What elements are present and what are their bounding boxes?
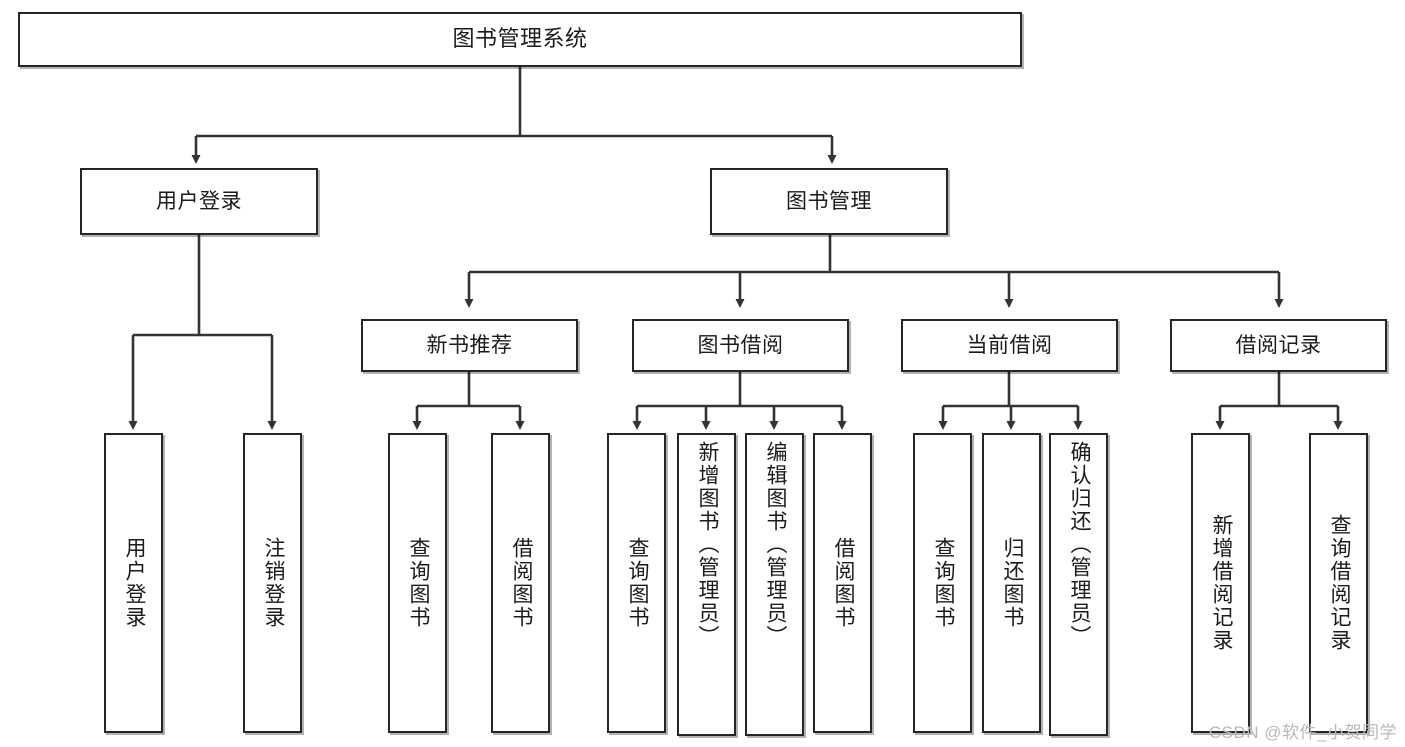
node-book-management-label: 图书管理 bbox=[786, 189, 872, 213]
node-leaf-add-record[interactable]: 新增借阅记录 bbox=[1191, 433, 1250, 733]
node-leaf-borrow-book-label: 借阅图书 bbox=[831, 537, 855, 629]
node-leaf-edit-book-label: 编辑图书（管理员） bbox=[763, 441, 787, 648]
node-new-book-recommend[interactable]: 新书推荐 bbox=[361, 319, 578, 372]
node-borrow-records[interactable]: 借阅记录 bbox=[1170, 319, 1387, 372]
node-leaf-add-book-label: 新增图书（管理员） bbox=[695, 441, 719, 648]
node-leaf-logout[interactable]: 注销登录 bbox=[243, 433, 302, 733]
node-leaf-query-book-current-label: 查询图书 bbox=[931, 537, 955, 629]
node-leaf-return-book-label: 归还图书 bbox=[1000, 537, 1024, 629]
node-leaf-add-record-label: 新增借阅记录 bbox=[1209, 514, 1233, 652]
node-leaf-query-book-new[interactable]: 查询图书 bbox=[388, 433, 447, 733]
node-leaf-edit-book[interactable]: 编辑图书（管理员） bbox=[745, 433, 804, 736]
node-leaf-borrow-book-new-label: 借阅图书 bbox=[509, 537, 533, 629]
node-leaf-confirm-return-label: 确认归还（管理员） bbox=[1067, 441, 1091, 648]
node-book-borrow[interactable]: 图书借阅 bbox=[632, 319, 849, 372]
node-book-borrow-label: 图书借阅 bbox=[697, 333, 784, 357]
node-leaf-query-book-current[interactable]: 查询图书 bbox=[913, 433, 972, 733]
node-book-management[interactable]: 图书管理 bbox=[710, 168, 948, 235]
node-root-label: 图书管理系统 bbox=[452, 26, 588, 52]
node-leaf-add-book[interactable]: 新增图书（管理员） bbox=[677, 433, 736, 736]
node-leaf-query-record[interactable]: 查询借阅记录 bbox=[1309, 433, 1368, 733]
node-borrow-records-label: 借阅记录 bbox=[1235, 333, 1322, 357]
node-leaf-user-login[interactable]: 用户登录 bbox=[104, 433, 163, 733]
node-leaf-borrow-book[interactable]: 借阅图书 bbox=[813, 433, 872, 733]
node-leaf-user-login-label: 用户登录 bbox=[122, 537, 146, 629]
node-leaf-query-book-new-label: 查询图书 bbox=[406, 537, 430, 629]
node-leaf-return-book[interactable]: 归还图书 bbox=[982, 433, 1041, 733]
node-leaf-borrow-book-new[interactable]: 借阅图书 bbox=[491, 433, 550, 733]
node-current-borrow-label: 当前借阅 bbox=[966, 333, 1053, 357]
node-root[interactable]: 图书管理系统 bbox=[18, 12, 1022, 67]
node-user-login-label: 用户登录 bbox=[156, 189, 242, 213]
node-leaf-query-book-borrow-label: 查询图书 bbox=[625, 537, 649, 629]
node-leaf-query-record-label: 查询借阅记录 bbox=[1327, 514, 1351, 652]
node-leaf-query-book-borrow[interactable]: 查询图书 bbox=[607, 433, 666, 733]
node-leaf-logout-label: 注销登录 bbox=[261, 537, 285, 629]
node-current-borrow[interactable]: 当前借阅 bbox=[901, 319, 1118, 372]
node-new-book-recommend-label: 新书推荐 bbox=[426, 333, 513, 357]
node-leaf-confirm-return[interactable]: 确认归还（管理员） bbox=[1049, 433, 1108, 736]
watermark-text: CSDN @软件_小贺同学 bbox=[1208, 723, 1397, 742]
node-user-login[interactable]: 用户登录 bbox=[80, 168, 318, 235]
